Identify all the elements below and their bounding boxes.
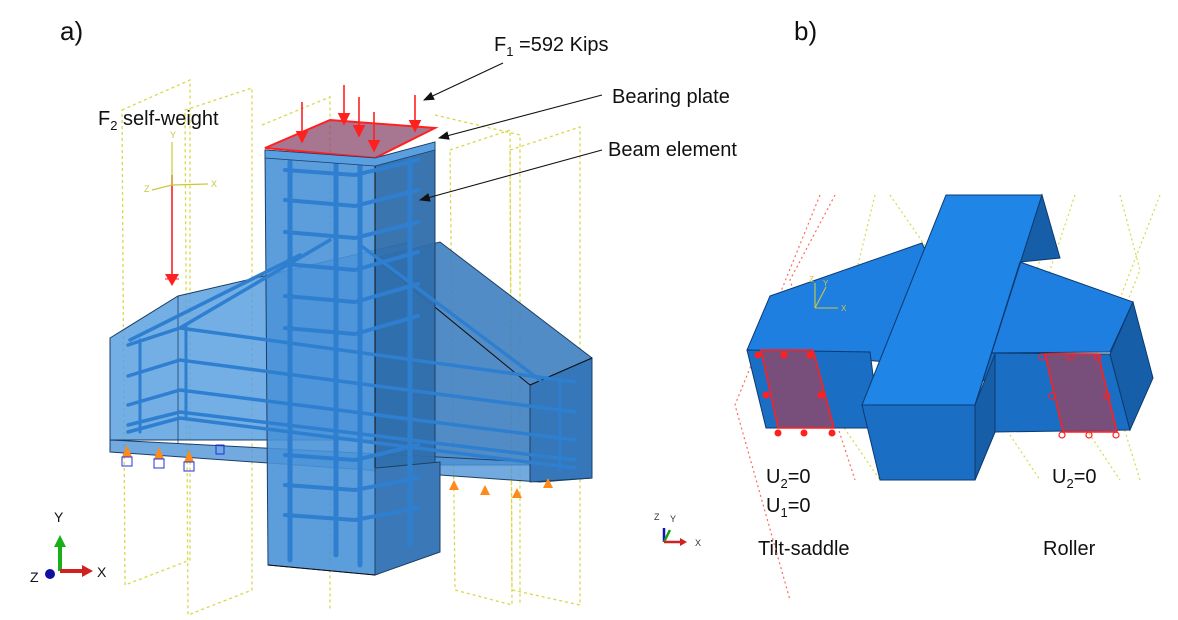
bc-subscript: 2 — [1066, 476, 1074, 491]
f2-symbol: F — [98, 108, 111, 130]
bearing-plate — [264, 118, 439, 160]
f1-load-arrows — [295, 85, 422, 153]
panel-a-label: a) — [60, 16, 84, 46]
beam-element-label: Beam element — [608, 139, 737, 161]
leader-arrows — [418, 62, 603, 202]
beam-front — [861, 404, 976, 481]
global-axis-z: Z — [30, 569, 39, 585]
bc-symbol: U — [766, 495, 781, 517]
f1-text: =592 Kips — [513, 34, 609, 56]
right-wing-end — [1109, 300, 1154, 432]
roller-label: Roller — [1043, 538, 1096, 560]
f1-symbol: F — [494, 34, 507, 56]
tilt-saddle-label: Tilt-saddle — [758, 538, 850, 560]
f2-subscript: 2 — [110, 118, 118, 133]
local-axes-triad-a — [151, 142, 209, 191]
bearing-plate-label: Bearing plate — [612, 86, 730, 108]
global-axis-y-b: Y — [670, 514, 676, 524]
rebar-cage — [126, 157, 577, 568]
bc-symbol: U — [766, 466, 781, 488]
panel-a-model: Y X Z Y X Z — [30, 62, 603, 616]
local-axes-triad-b — [814, 283, 838, 309]
global-axis-y: Y — [54, 509, 64, 525]
bc-subscript: 2 — [780, 476, 788, 491]
f1-load-label: F1 =592 Kips — [494, 34, 609, 63]
tilt-saddle-plate — [760, 349, 836, 429]
tilt-saddle-markers — [754, 351, 836, 437]
tilt-saddle-bc-u2: U2=0 — [766, 466, 811, 495]
f2-load-arrow — [165, 175, 179, 286]
global-axes-triad-a — [45, 535, 93, 579]
global-axis-x-b: X — [695, 538, 701, 548]
local-axis-y-b: Y — [823, 279, 829, 288]
local-axis-z: Z — [144, 184, 150, 194]
bc-subscript: 1 — [780, 505, 788, 520]
panel-b-label: b) — [794, 16, 818, 46]
pin-supports-right — [449, 478, 553, 498]
local-axis-x-b: X — [841, 304, 847, 313]
global-axis-x: X — [97, 564, 107, 580]
tilt-saddle-bc-u1: U1=0 — [766, 495, 811, 524]
local-axis-x: X — [211, 179, 217, 189]
f2-load-label: F2 self-weight — [98, 108, 219, 137]
f2-text: self-weight — [117, 108, 219, 130]
bc-value: =0 — [1073, 466, 1097, 488]
bc-symbol: U — [1052, 466, 1067, 488]
local-axis-y: Y — [170, 130, 176, 140]
panel-b-model: X Y Z Z Y X — [654, 193, 1161, 601]
roller-bc-u2: U2=0 — [1052, 466, 1097, 495]
f1-subscript: 1 — [506, 44, 514, 59]
local-axis-z-b: Z — [809, 275, 814, 284]
bc-value: =0 — [787, 495, 811, 517]
global-axes-triad-b — [662, 528, 687, 546]
roller-markers — [1038, 353, 1120, 439]
bc-value: =0 — [787, 466, 811, 488]
pin-supports-left — [121, 444, 225, 472]
global-axis-z-b: Z — [654, 512, 660, 522]
